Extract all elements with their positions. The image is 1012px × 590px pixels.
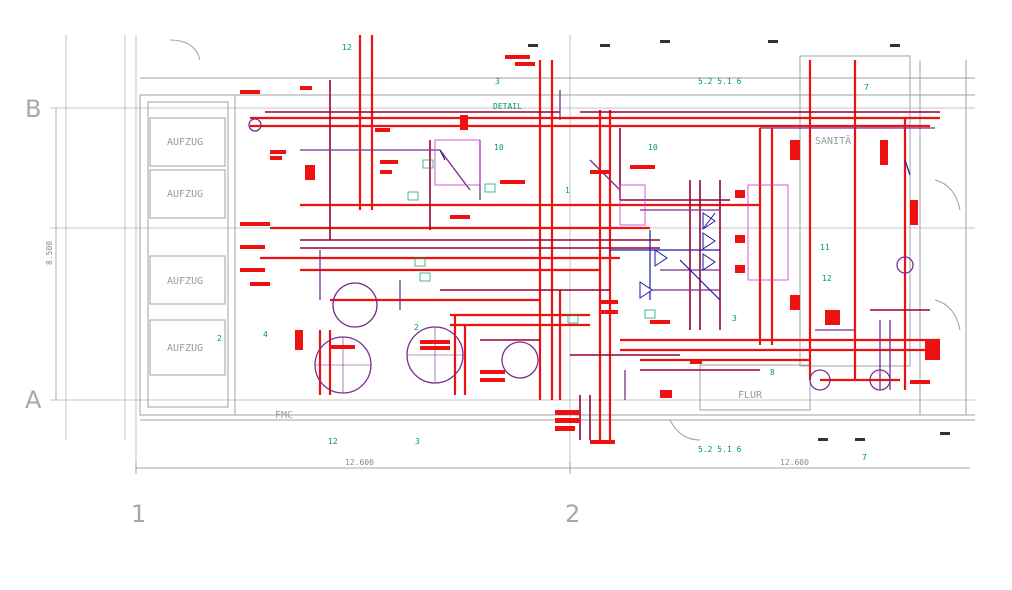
tank-crosshairs: [315, 327, 463, 393]
pipe-network-red: [250, 35, 940, 440]
dimension-span-left: 12.600: [345, 458, 374, 467]
axis-label-1: 1: [131, 500, 146, 528]
dimension-vertical: 8.500: [45, 241, 54, 265]
position-tag: 12: [328, 437, 338, 446]
room-label-elevator-4: AUFZUG: [167, 343, 203, 354]
position-tag: 3: [415, 437, 420, 446]
position-tag: 5.2 5.1 6: [698, 445, 742, 454]
position-tag: 2: [217, 334, 222, 343]
position-tag: 3: [495, 77, 500, 86]
room-label-elevator-2: AUFZUG: [167, 189, 203, 200]
room-label-fmc: FMC: [275, 410, 293, 421]
room-label-sanitary: SANITÄ: [815, 134, 851, 147]
grid-lines: [50, 35, 975, 470]
position-tag: 11: [820, 243, 830, 252]
label-blocks: [240, 55, 940, 444]
pipe-network-dark: [265, 80, 940, 440]
position-tag: 7: [862, 453, 867, 462]
axis-label-b: B: [25, 95, 41, 123]
axis-label-a: A: [25, 386, 42, 414]
building-walls: [139, 39, 975, 441]
equipment-outlines: [434, 139, 789, 281]
green-number-boxes: [407, 159, 656, 324]
position-tag: 1: [565, 186, 570, 195]
room-label-corridor: FLUR: [738, 390, 763, 401]
position-tag: 8: [770, 368, 775, 377]
position-tag: 3: [732, 314, 737, 323]
dimension-span-right: 12.600: [780, 458, 809, 467]
position-tag: 7: [864, 83, 869, 92]
position-tag: 12: [342, 43, 352, 52]
position-tag: 10: [648, 143, 658, 152]
room-label-elevator-3: AUFZUG: [167, 276, 203, 287]
position-tags: 12 3 5.2 5.1 6 7 10 10 1 2 11 12 3 12 3 …: [217, 43, 869, 462]
tanks: [248, 118, 914, 394]
position-tag: 4: [263, 330, 268, 339]
position-tag: 10: [494, 143, 504, 152]
valves: [639, 212, 716, 299]
position-tag: 12: [822, 274, 832, 283]
position-tag: 2: [414, 323, 419, 332]
room-label-detail: DETAIL: [493, 102, 522, 111]
dimension-lines: [55, 108, 970, 474]
position-tag: 5.2 5.1 6: [698, 77, 742, 86]
top-dimension-ticks: [528, 40, 950, 441]
room-label-elevator-1: AUFZUG: [167, 137, 203, 148]
pipe-network-blue: [439, 149, 911, 301]
axis-label-2: 2: [565, 500, 580, 528]
